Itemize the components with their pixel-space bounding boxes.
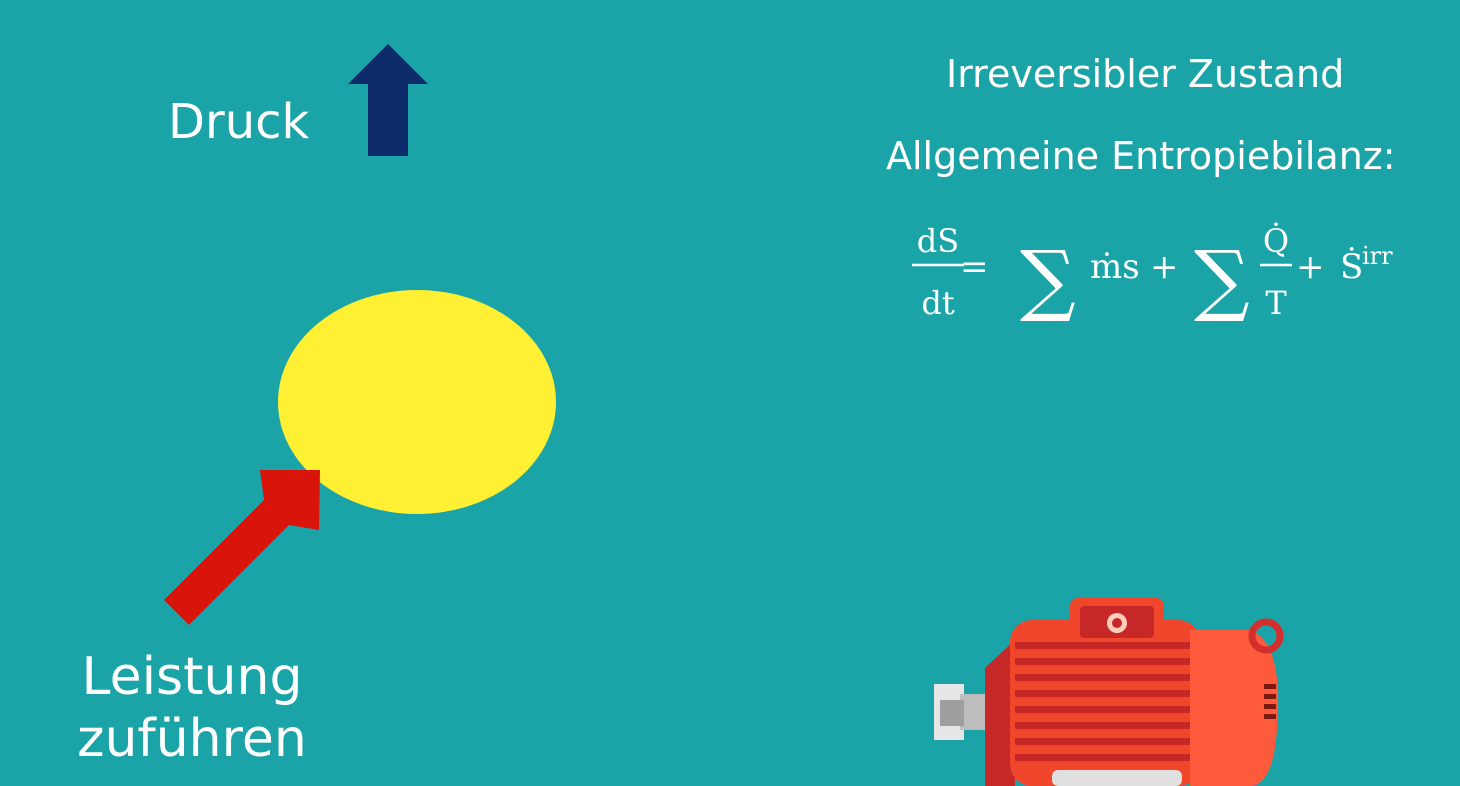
eq-term-ms: ṁs (1090, 247, 1140, 287)
eq-sum-1: ∑ (1020, 235, 1076, 325)
electric-motor-icon (934, 598, 1284, 786)
eq-sum-2: ∑ (1194, 235, 1250, 325)
eq-s-irr: Ṡ (1340, 246, 1363, 287)
power-label: Leistung zuführen (62, 646, 322, 770)
eq-plus-2: + (1296, 247, 1325, 287)
eq-lhs-numerator: dS (917, 222, 959, 260)
power-label-line1: Leistung (81, 647, 303, 707)
eq-q-numerator: Q̇ (1263, 222, 1289, 260)
arrow-up-right-icon (164, 470, 320, 625)
balloon-shape (278, 290, 556, 514)
eq-lhs-denominator: dt (921, 284, 954, 322)
equation-heading: Allgemeine Entropiebilanz: (886, 134, 1396, 178)
eq-plus-1: + (1150, 247, 1179, 287)
eq-s-irr-superscript: irr (1362, 242, 1393, 270)
eq-equals: = (960, 247, 989, 287)
entropy-equation: dS dt = ∑ ṁs + ∑ Q̇ T + Ṡ irr (912, 222, 1393, 325)
pressure-label: Druck (168, 94, 310, 150)
arrow-up-icon (348, 44, 428, 156)
page-title: Irreversibler Zustand (946, 52, 1345, 96)
eq-q-denominator: T (1265, 284, 1287, 322)
power-label-line2: zuführen (77, 709, 307, 769)
